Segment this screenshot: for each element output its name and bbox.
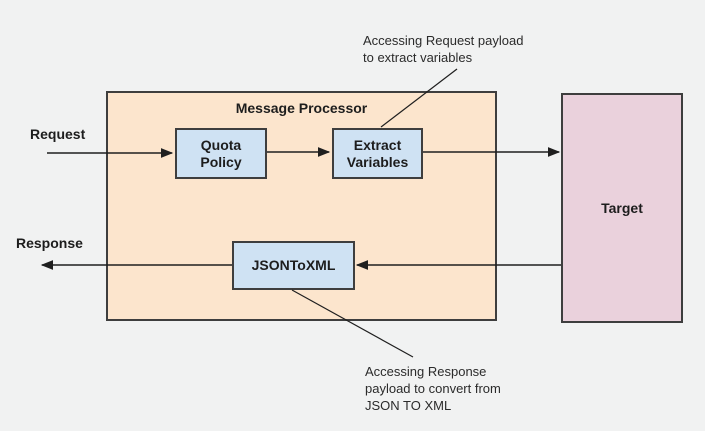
request-label: Request [30, 126, 86, 142]
message-processor-title: Message Processor [235, 100, 368, 116]
quota-policy-node: Quota Policy [175, 128, 267, 179]
response-label: Response [16, 235, 83, 251]
extract-variables-node: Extract Variables [332, 128, 423, 179]
annotation-request-payload: Accessing Request payload to extract var… [363, 33, 524, 65]
target-box: Target [561, 93, 683, 323]
annotation-response-payload: Accessing Response payload to convert fr… [365, 364, 501, 413]
jsontoxml-node: JSONToXML [232, 241, 355, 290]
